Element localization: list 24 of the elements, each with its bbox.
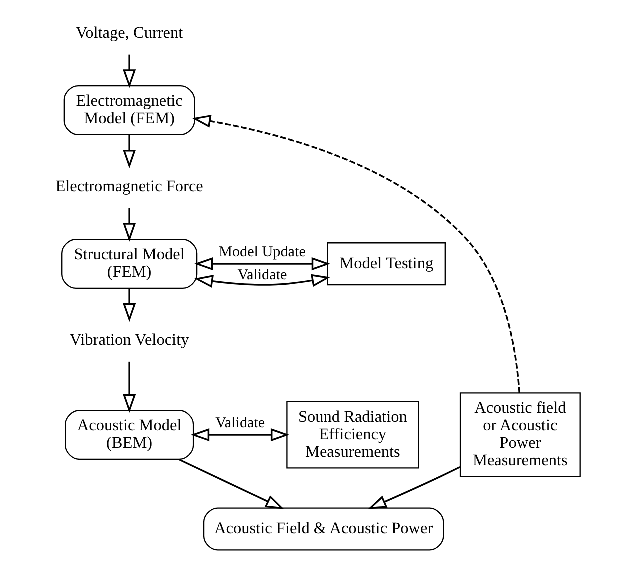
node-text: Vibration Velocity (69, 330, 189, 350)
node-text: Voltage, Current (75, 23, 183, 42)
arrow (194, 274, 330, 288)
arrow (122, 135, 136, 169)
arrow (194, 258, 330, 271)
arrow (190, 428, 290, 442)
edge-label: Validate (215, 415, 265, 432)
arrow (122, 54, 136, 88)
node-box: Acoustic field or Acoustic Power Measurements (459, 392, 580, 478)
arrow (192, 114, 520, 394)
node-box: Structural Model (FEM) (61, 239, 198, 290)
node-text: Electromagnetic Force (55, 176, 203, 196)
node-box: Electromagnetic Model (FEM) (63, 85, 195, 136)
node-box: Acoustic Field & Acoustic Power (202, 508, 444, 551)
node-box: Sound Radiation Efficiency Measurements (286, 401, 419, 469)
edge-label: Model Update (218, 244, 306, 260)
arrow (122, 362, 136, 414)
arrow (368, 466, 460, 510)
arrow (122, 288, 136, 322)
arrow (122, 208, 136, 242)
node-box: Model Testing (326, 242, 446, 286)
arrow (178, 458, 284, 510)
node-box: Acoustic Model (BEM) (64, 410, 194, 460)
edge-label: Validate (237, 268, 287, 284)
